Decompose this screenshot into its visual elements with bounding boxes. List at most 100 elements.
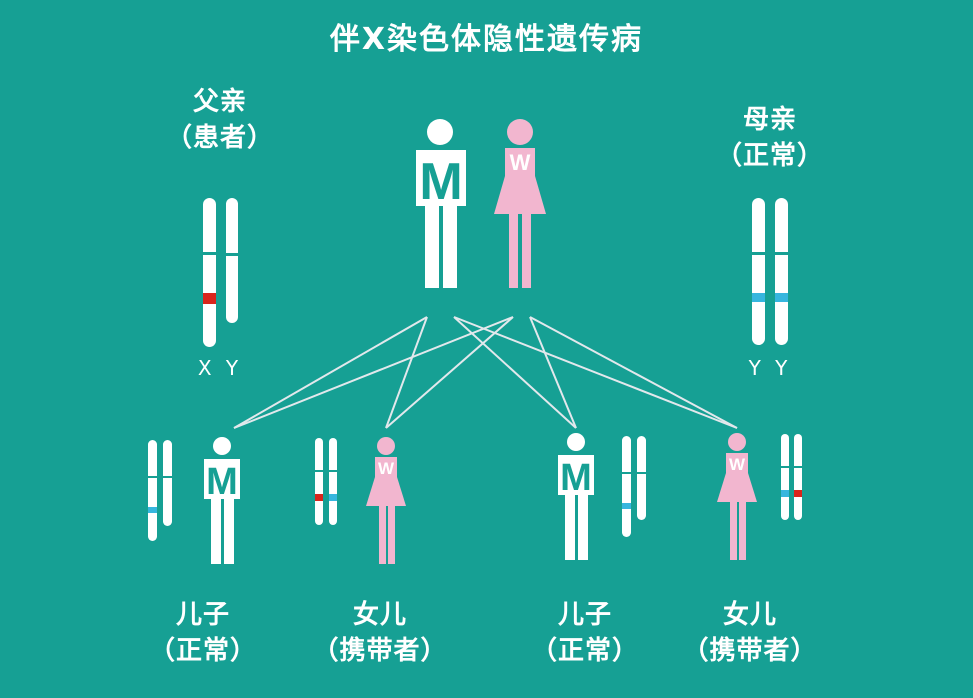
skirt xyxy=(717,473,757,502)
normal-gene-marker xyxy=(775,293,788,302)
head xyxy=(213,437,231,455)
daughter2-label: 女儿 （携带者） xyxy=(660,597,840,669)
mother-chromosome-labels: Y Y xyxy=(748,356,792,380)
father-label: 父亲 （患者） xyxy=(140,84,300,156)
chromosome-2 xyxy=(775,198,788,345)
x-chromosome-2 xyxy=(794,434,802,520)
daughter1-label-role: 女儿 xyxy=(352,600,407,630)
son1-figure: M xyxy=(204,437,240,564)
diagram-title: 伴X染色体隐性遗传病 xyxy=(329,22,644,57)
normal-gene-marker xyxy=(148,507,157,513)
line-mother-son1 xyxy=(233,316,514,429)
torso xyxy=(375,457,397,479)
mother-label-role: 母亲 xyxy=(742,105,797,135)
daughter2-chromosomes xyxy=(779,434,804,520)
son2-chromosomes xyxy=(620,436,648,537)
female-symbol-letter: W xyxy=(378,459,395,478)
father-chromosomes xyxy=(201,198,240,347)
daughter2-label-role: 女儿 xyxy=(722,600,777,630)
torso xyxy=(726,453,748,475)
left-leg xyxy=(379,506,386,564)
male-symbol-letter: M xyxy=(419,153,462,211)
torso xyxy=(505,148,535,178)
right-leg xyxy=(224,499,234,564)
daughter1-label-status: （携带者） xyxy=(312,636,448,666)
affected-gene-marker xyxy=(315,494,323,501)
left-leg xyxy=(565,495,575,560)
son2-label-role: 儿子 xyxy=(557,600,612,630)
y-chromosome xyxy=(637,436,646,520)
father-label-role: 父亲 xyxy=(192,87,247,117)
y-chromosome xyxy=(163,440,172,526)
x-chromosome-2 xyxy=(329,438,337,525)
centromere xyxy=(635,472,648,474)
son1-label-role: 儿子 xyxy=(175,600,230,630)
daughter2-figure: W xyxy=(717,433,757,560)
female-symbol-letter: W xyxy=(510,150,531,175)
centromere xyxy=(201,252,218,255)
head xyxy=(377,437,395,455)
daughter1-figure: W xyxy=(366,437,406,564)
skirt xyxy=(366,477,406,506)
left-leg xyxy=(211,499,221,564)
son2-figure: M xyxy=(558,433,594,560)
son1-label: 儿子 （正常） xyxy=(123,597,283,669)
male-symbol-letter: M xyxy=(560,457,592,499)
centromere xyxy=(792,466,804,468)
x-chromosome-1 xyxy=(315,438,323,525)
son1-label-status: （正常） xyxy=(148,636,257,666)
x-chromosome xyxy=(148,440,157,541)
head xyxy=(507,119,533,145)
centromere xyxy=(773,252,790,255)
daughter1-label: 女儿 （携带者） xyxy=(290,597,470,669)
daughter1-chromosomes xyxy=(313,438,339,525)
left-leg xyxy=(730,502,737,560)
centromere xyxy=(161,476,174,478)
mother-chromosomes xyxy=(750,198,790,345)
normal-gene-marker xyxy=(622,503,631,509)
line-father-daughter1 xyxy=(385,316,428,429)
son2-label: 儿子 （正常） xyxy=(505,597,665,669)
line-father-son2 xyxy=(453,316,577,429)
mother-label-status: （正常） xyxy=(715,141,824,171)
mother-label: 母亲 （正常） xyxy=(690,102,850,174)
right-leg xyxy=(522,214,531,288)
torso xyxy=(204,459,240,499)
x-chromosome xyxy=(203,198,216,347)
x-chromosome-1 xyxy=(781,434,789,520)
female-symbol-letter: W xyxy=(729,455,746,474)
line-father-son1 xyxy=(233,316,428,429)
centromere xyxy=(327,470,339,472)
normal-gene-marker xyxy=(329,494,337,501)
head xyxy=(427,119,453,145)
centromere xyxy=(750,252,767,255)
son2-label-status: （正常） xyxy=(530,636,639,666)
skirt xyxy=(494,176,546,214)
connection-lines xyxy=(233,316,738,429)
centromere xyxy=(779,466,791,468)
line-mother-daughter2 xyxy=(529,316,738,429)
right-leg xyxy=(739,502,746,560)
centromere xyxy=(313,470,325,472)
line-mother-son2 xyxy=(529,316,577,429)
centromere xyxy=(620,472,633,474)
normal-gene-marker xyxy=(752,293,765,302)
left-leg xyxy=(425,206,439,288)
torso xyxy=(416,150,466,206)
centromere xyxy=(146,476,159,478)
head xyxy=(728,433,746,451)
son1-chromosomes xyxy=(146,440,174,541)
affected-gene-marker xyxy=(203,293,216,304)
chromosome-1 xyxy=(752,198,765,345)
right-leg xyxy=(578,495,588,560)
normal-gene-marker xyxy=(781,490,789,497)
mother-figure: W xyxy=(494,119,546,288)
daughter2-label-status: （携带者） xyxy=(682,636,818,666)
left-leg xyxy=(509,214,518,288)
y-chromosome xyxy=(226,198,238,323)
x-chromosome xyxy=(622,436,631,537)
centromere xyxy=(224,253,240,256)
line-mother-daughter1 xyxy=(385,316,514,429)
